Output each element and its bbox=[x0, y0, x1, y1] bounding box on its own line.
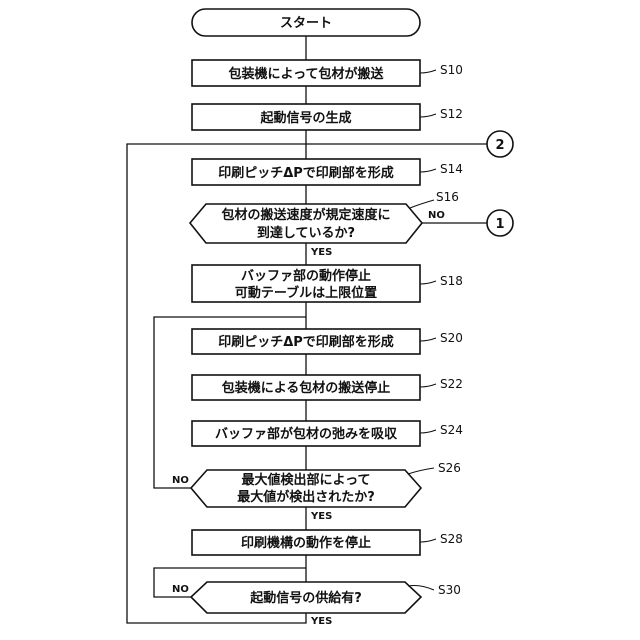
start-label: スタート bbox=[280, 16, 332, 31]
process-label-s22: 包装機による包材の搬送停止 bbox=[222, 380, 391, 396]
process-label-s10: 包装機によって包材が搬送 bbox=[229, 66, 385, 82]
process-label-s24: バッファ部が包材の弛みを吸収 bbox=[215, 426, 398, 442]
step-id-s14: S14 bbox=[440, 162, 463, 176]
step-id-s12: S12 bbox=[440, 107, 463, 121]
branch-s16-no: NO bbox=[428, 210, 445, 221]
decision-s26-line2: 最大値が検出されたか? bbox=[237, 489, 375, 505]
connector-2-label: 2 bbox=[495, 138, 504, 153]
step-id-s18: S18 bbox=[440, 274, 463, 288]
decision-s16-line1: 包材の搬送速度が規定速度に bbox=[221, 207, 390, 223]
process-s18-line2: 可動テーブルは上限位置 bbox=[235, 285, 377, 301]
step-id-s30: S30 bbox=[438, 583, 461, 597]
step-id-s26: S26 bbox=[438, 461, 461, 475]
branch-s30-yes: YES bbox=[310, 616, 332, 627]
step-id-s24: S24 bbox=[440, 423, 463, 437]
branch-s26-no: NO bbox=[172, 475, 189, 486]
decision-s26-line1: 最大値検出部によって bbox=[242, 472, 371, 488]
connector-1-label: 1 bbox=[495, 217, 504, 232]
decision-s16-line2: 到達しているか? bbox=[257, 225, 355, 241]
process-label-s12: 起動信号の生成 bbox=[259, 110, 351, 126]
branch-s16-yes: YES bbox=[310, 247, 332, 258]
branch-s30-no: NO bbox=[172, 584, 189, 595]
process-label-s20: 印刷ピッチΔPで印刷部を形成 bbox=[218, 334, 394, 350]
process-s18-line1: バッファ部の動作停止 bbox=[241, 268, 371, 284]
step-id-s20: S20 bbox=[440, 331, 463, 345]
step-id-s10: S10 bbox=[440, 63, 463, 77]
step-id-s28: S28 bbox=[440, 532, 463, 546]
decision-s30-label: 起動信号の供給有? bbox=[249, 590, 362, 606]
step-id-s22: S22 bbox=[440, 377, 463, 391]
process-label-s14: 印刷ピッチΔPで印刷部を形成 bbox=[218, 165, 394, 181]
step-id-s16: S16 bbox=[436, 190, 459, 204]
branch-s26-yes: YES bbox=[310, 511, 332, 522]
process-label-s28: 印刷機構の動作を停止 bbox=[241, 535, 371, 551]
